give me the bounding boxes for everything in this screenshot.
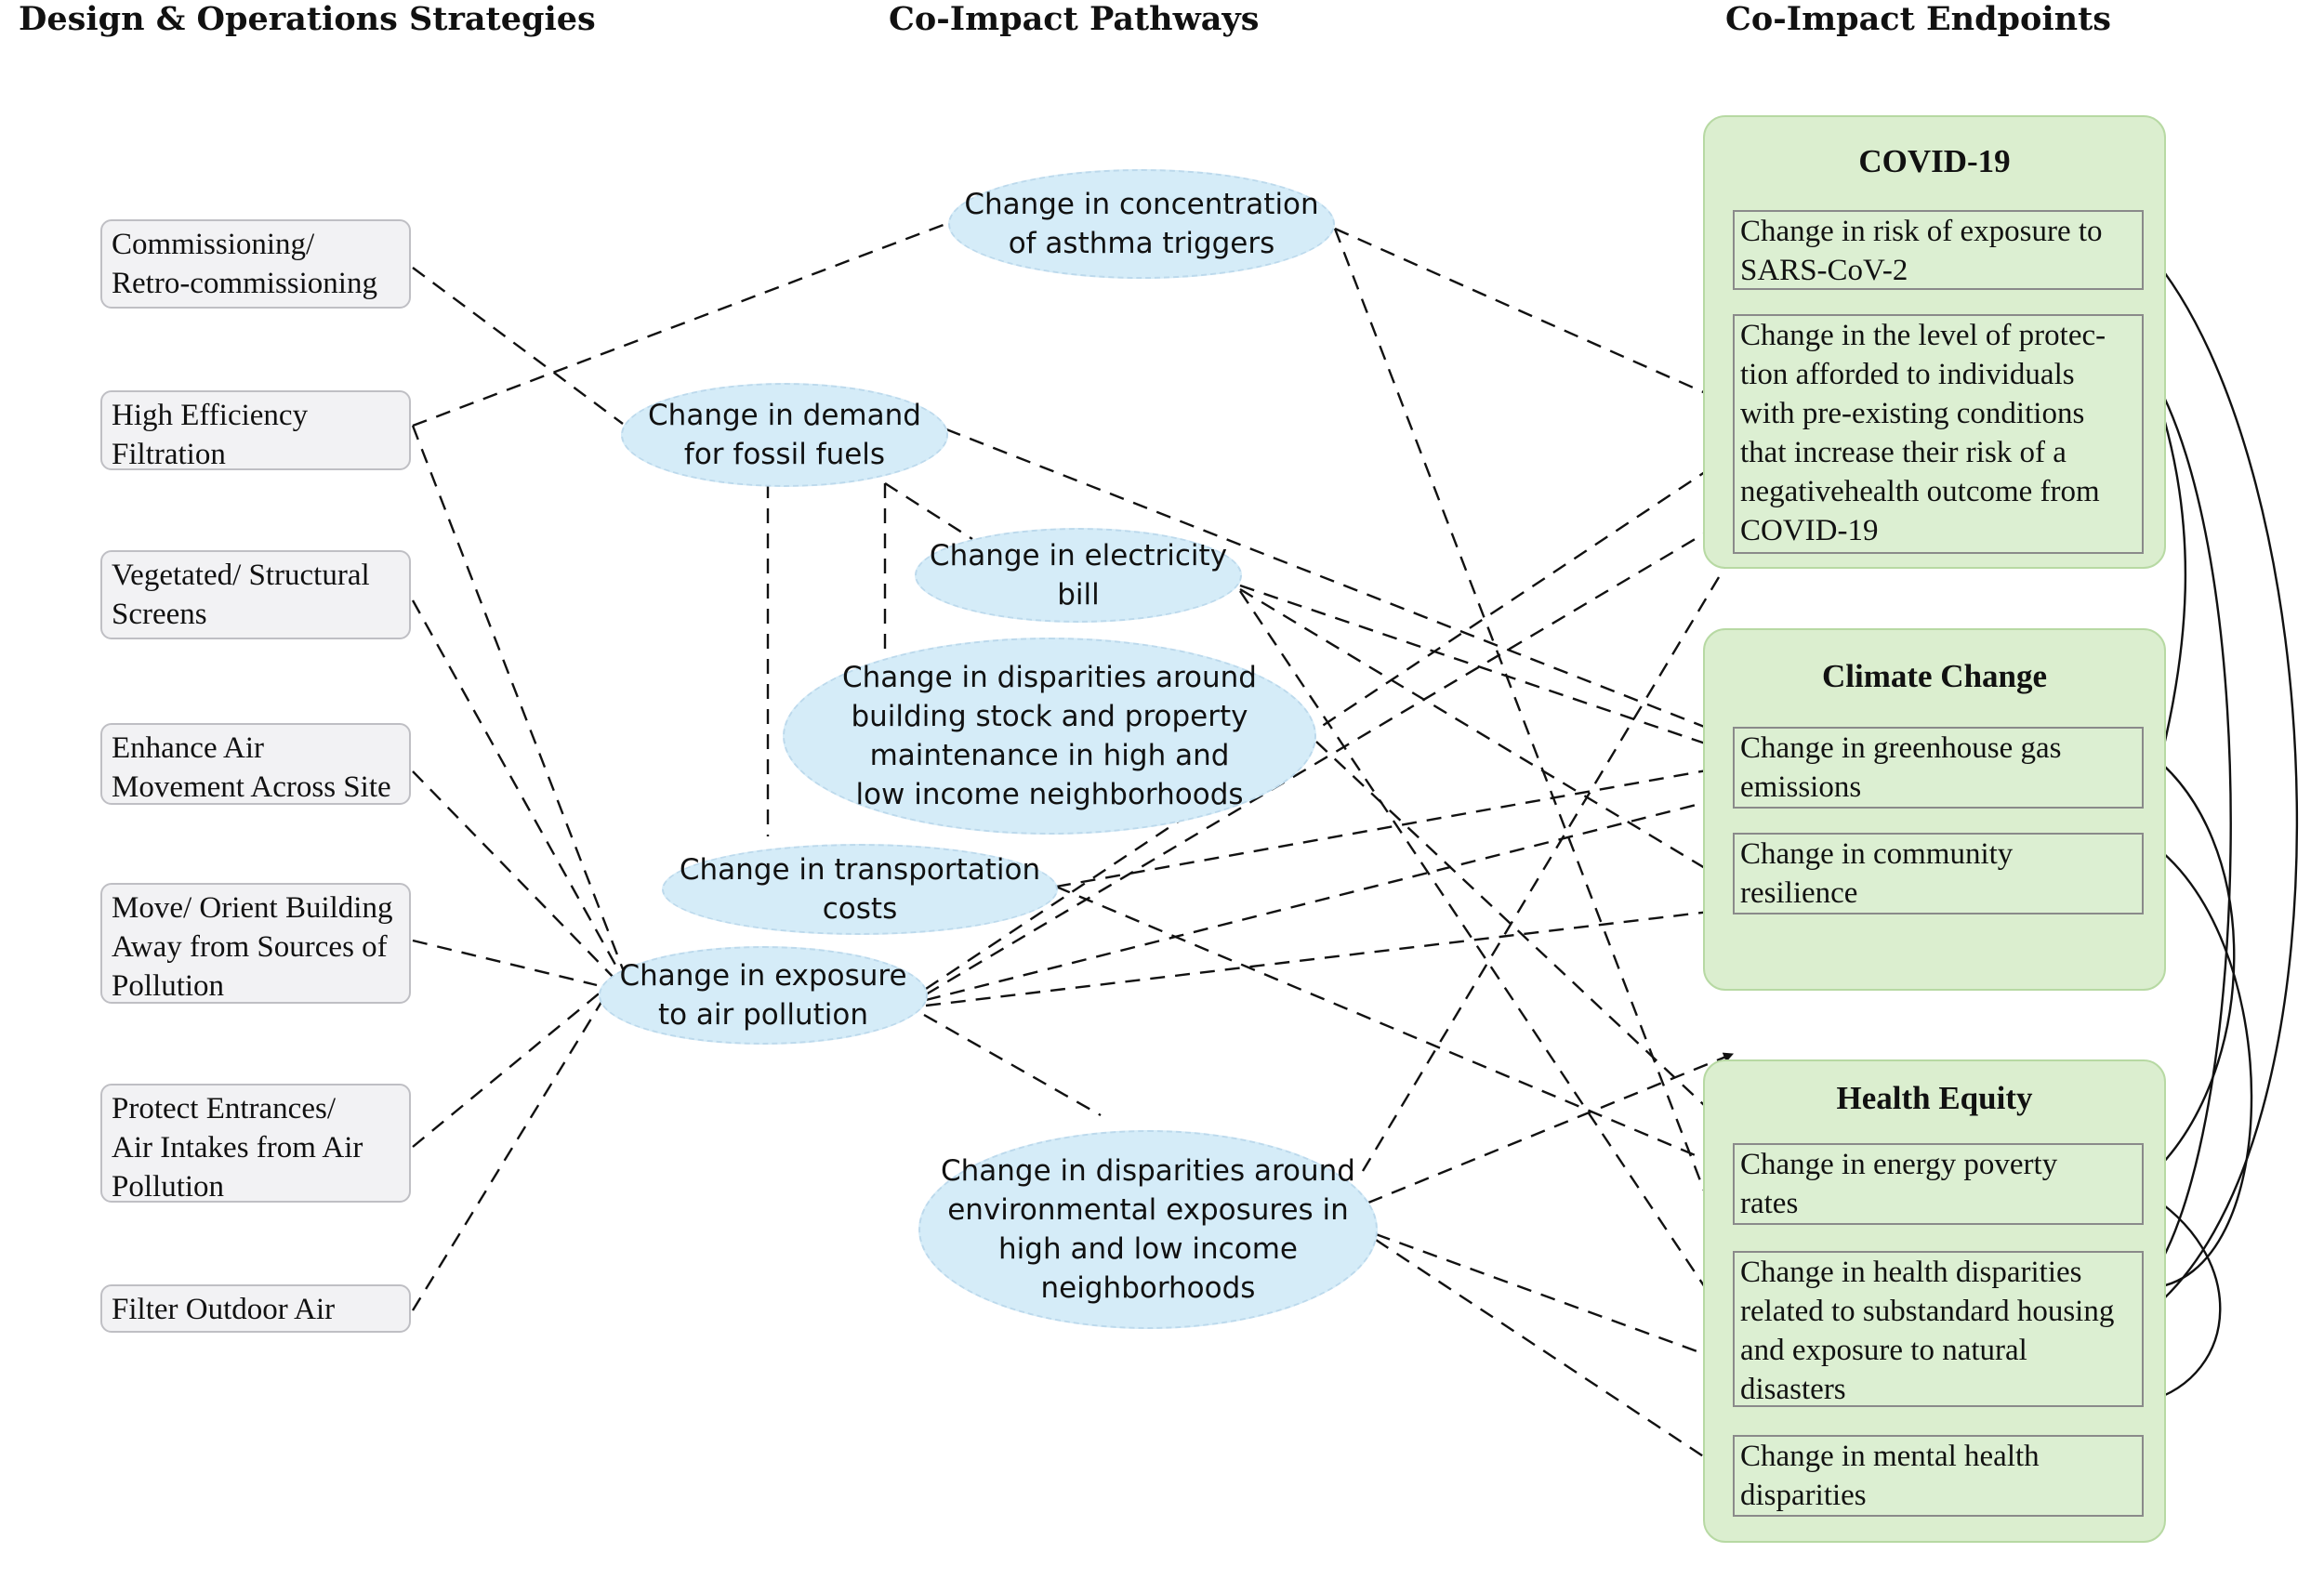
- endpoint-line: Change in the level of protec-: [1740, 319, 2106, 352]
- endpoint-line: rates: [1740, 1187, 1799, 1220]
- link-line: [412, 990, 603, 1148]
- endpoint-mental-health: Change in mental health disparities: [1733, 1435, 2144, 1517]
- feedback-arc: [2143, 250, 2299, 1317]
- link-arrow: [1239, 584, 1735, 756]
- endpoint-line: disparities: [1740, 1479, 1867, 1512]
- strategy-high-efficiency-filtration: High Efficiency Filtration: [100, 390, 411, 470]
- endpoint-energy-poverty: Change in energy poverty rates: [1733, 1143, 2144, 1225]
- endpoint-line: SARS-CoV-2: [1740, 254, 1908, 287]
- link-line: [412, 939, 598, 987]
- endpoint-line: that increase their risk of a: [1740, 436, 2067, 469]
- endpoint-line: with pre-existing conditions: [1740, 397, 2085, 430]
- feedback-arc: [2143, 365, 2232, 1289]
- link-arrow: [1055, 885, 1735, 1173]
- endpoint-protection-level: Change in the level of protec- tion affo…: [1733, 314, 2144, 554]
- link-line: [411, 425, 627, 975]
- link-arrow: [1333, 228, 1729, 1253]
- group-climate-change: Climate Change: [1703, 628, 2166, 991]
- pathway-asthma-triggers: Change in concentration of asthma trigge…: [948, 169, 1335, 279]
- endpoint-line: Change in health disparities: [1740, 1256, 2082, 1289]
- link-arrow: [925, 515, 1734, 996]
- endpoint-line: resilience: [1740, 876, 1858, 910]
- link-arrow: [1315, 741, 1734, 1133]
- pathway-fossil-fuels: Change in demand for fossil fuels: [621, 383, 948, 487]
- feedback-arc: [2143, 1190, 2222, 1404]
- link-arrow: [925, 453, 1734, 990]
- strategies-column-title: Design & Operations Strategies: [19, 0, 596, 38]
- endpoint-community-resilience: Change in community resilience: [1733, 833, 2144, 915]
- strategy-vegetated-screens: Vegetated/ Structural Screens: [100, 550, 411, 639]
- link-arrow: [945, 428, 1735, 740]
- link-line: [884, 481, 973, 541]
- link-arrow: [925, 793, 1735, 1002]
- group-title-equity: Health Equity: [1836, 1080, 2033, 1116]
- endpoint-line: Change in greenhouse gas: [1740, 731, 2062, 765]
- link-arrow: [1239, 587, 1734, 887]
- link-line: [411, 599, 627, 982]
- link-line: [923, 1013, 1102, 1117]
- pathway-electricity-bill: Change in electricity bill: [915, 528, 1242, 623]
- pathway-environmental-disparities: Change in disparities around environment…: [918, 1130, 1378, 1329]
- strategy-filter-outdoor-air: Filter Outdoor Air: [100, 1284, 411, 1333]
- group-title-climate: Climate Change: [1821, 658, 2048, 694]
- feedback-arc: [2143, 748, 2236, 1179]
- endpoint-line: tion afforded to individuals: [1740, 358, 2075, 391]
- link-arrow: [1334, 227, 1735, 407]
- link-arrow: [1375, 1238, 1734, 1478]
- link-arrow: [925, 904, 1735, 1007]
- link-arrow: [1361, 553, 1735, 1172]
- endpoint-line: negativehealth outcome from: [1740, 475, 2100, 508]
- group-title-covid: COVID-19: [1858, 143, 2011, 179]
- endpoint-line: Change in mental health: [1740, 1440, 2040, 1473]
- strategy-orient-building: Move/ Orient Building Away from Sources …: [100, 883, 411, 1004]
- link-arrow: [1239, 590, 1734, 1330]
- endpoint-line: disasters: [1740, 1373, 1846, 1406]
- endpoint-greenhouse-gas: Change in greenhouse gas emissions: [1733, 727, 2144, 809]
- link-line: [412, 221, 949, 428]
- endpoint-health-disparities-housing: Change in health disparities related to …: [1733, 1251, 2144, 1407]
- endpoint-line: related to substandard housing: [1740, 1295, 2115, 1328]
- endpoint-line: emissions: [1740, 770, 1862, 804]
- feedback-arc: [2143, 836, 2253, 1294]
- endpoint-line: COVID-19: [1740, 514, 1879, 547]
- strategy-enhance-air-movement: Enhance Air Movement Across Site: [100, 723, 411, 805]
- pathway-transportation-costs: Change in transportation costs: [662, 844, 1058, 935]
- endpoint-line: and exposure to natural: [1740, 1334, 2027, 1367]
- link-line: [411, 993, 608, 1311]
- link-line: [412, 770, 622, 986]
- strategy-protect-entrances: Protect Entrances/ Air Intakes from Air …: [100, 1084, 411, 1203]
- endpoint-line: Change in energy poverty: [1740, 1148, 2058, 1181]
- link-arrow: [1367, 1052, 1735, 1204]
- link-arrow: [1375, 1232, 1735, 1366]
- endpoint-line: Change in community: [1740, 837, 2014, 871]
- pathways-column-title: Co-Impact Pathways: [889, 0, 1260, 38]
- strategy-commissioning: Commissioning/ Retro-commissioning: [100, 219, 411, 309]
- link-arrow: [1055, 762, 1735, 888]
- endpoints-column-title: Co-Impact Endpoints: [1725, 0, 2111, 38]
- endpoint-sars-exposure: Change in risk of exposure to SARS-CoV-2: [1733, 210, 2144, 290]
- endpoint-line: Change in risk of exposure to: [1740, 215, 2103, 248]
- link-line: [412, 267, 624, 425]
- pathway-air-pollution-exposure: Change in exposure to air pollution: [599, 946, 928, 1045]
- pathway-building-stock-disparities: Change in disparities around building st…: [783, 638, 1316, 835]
